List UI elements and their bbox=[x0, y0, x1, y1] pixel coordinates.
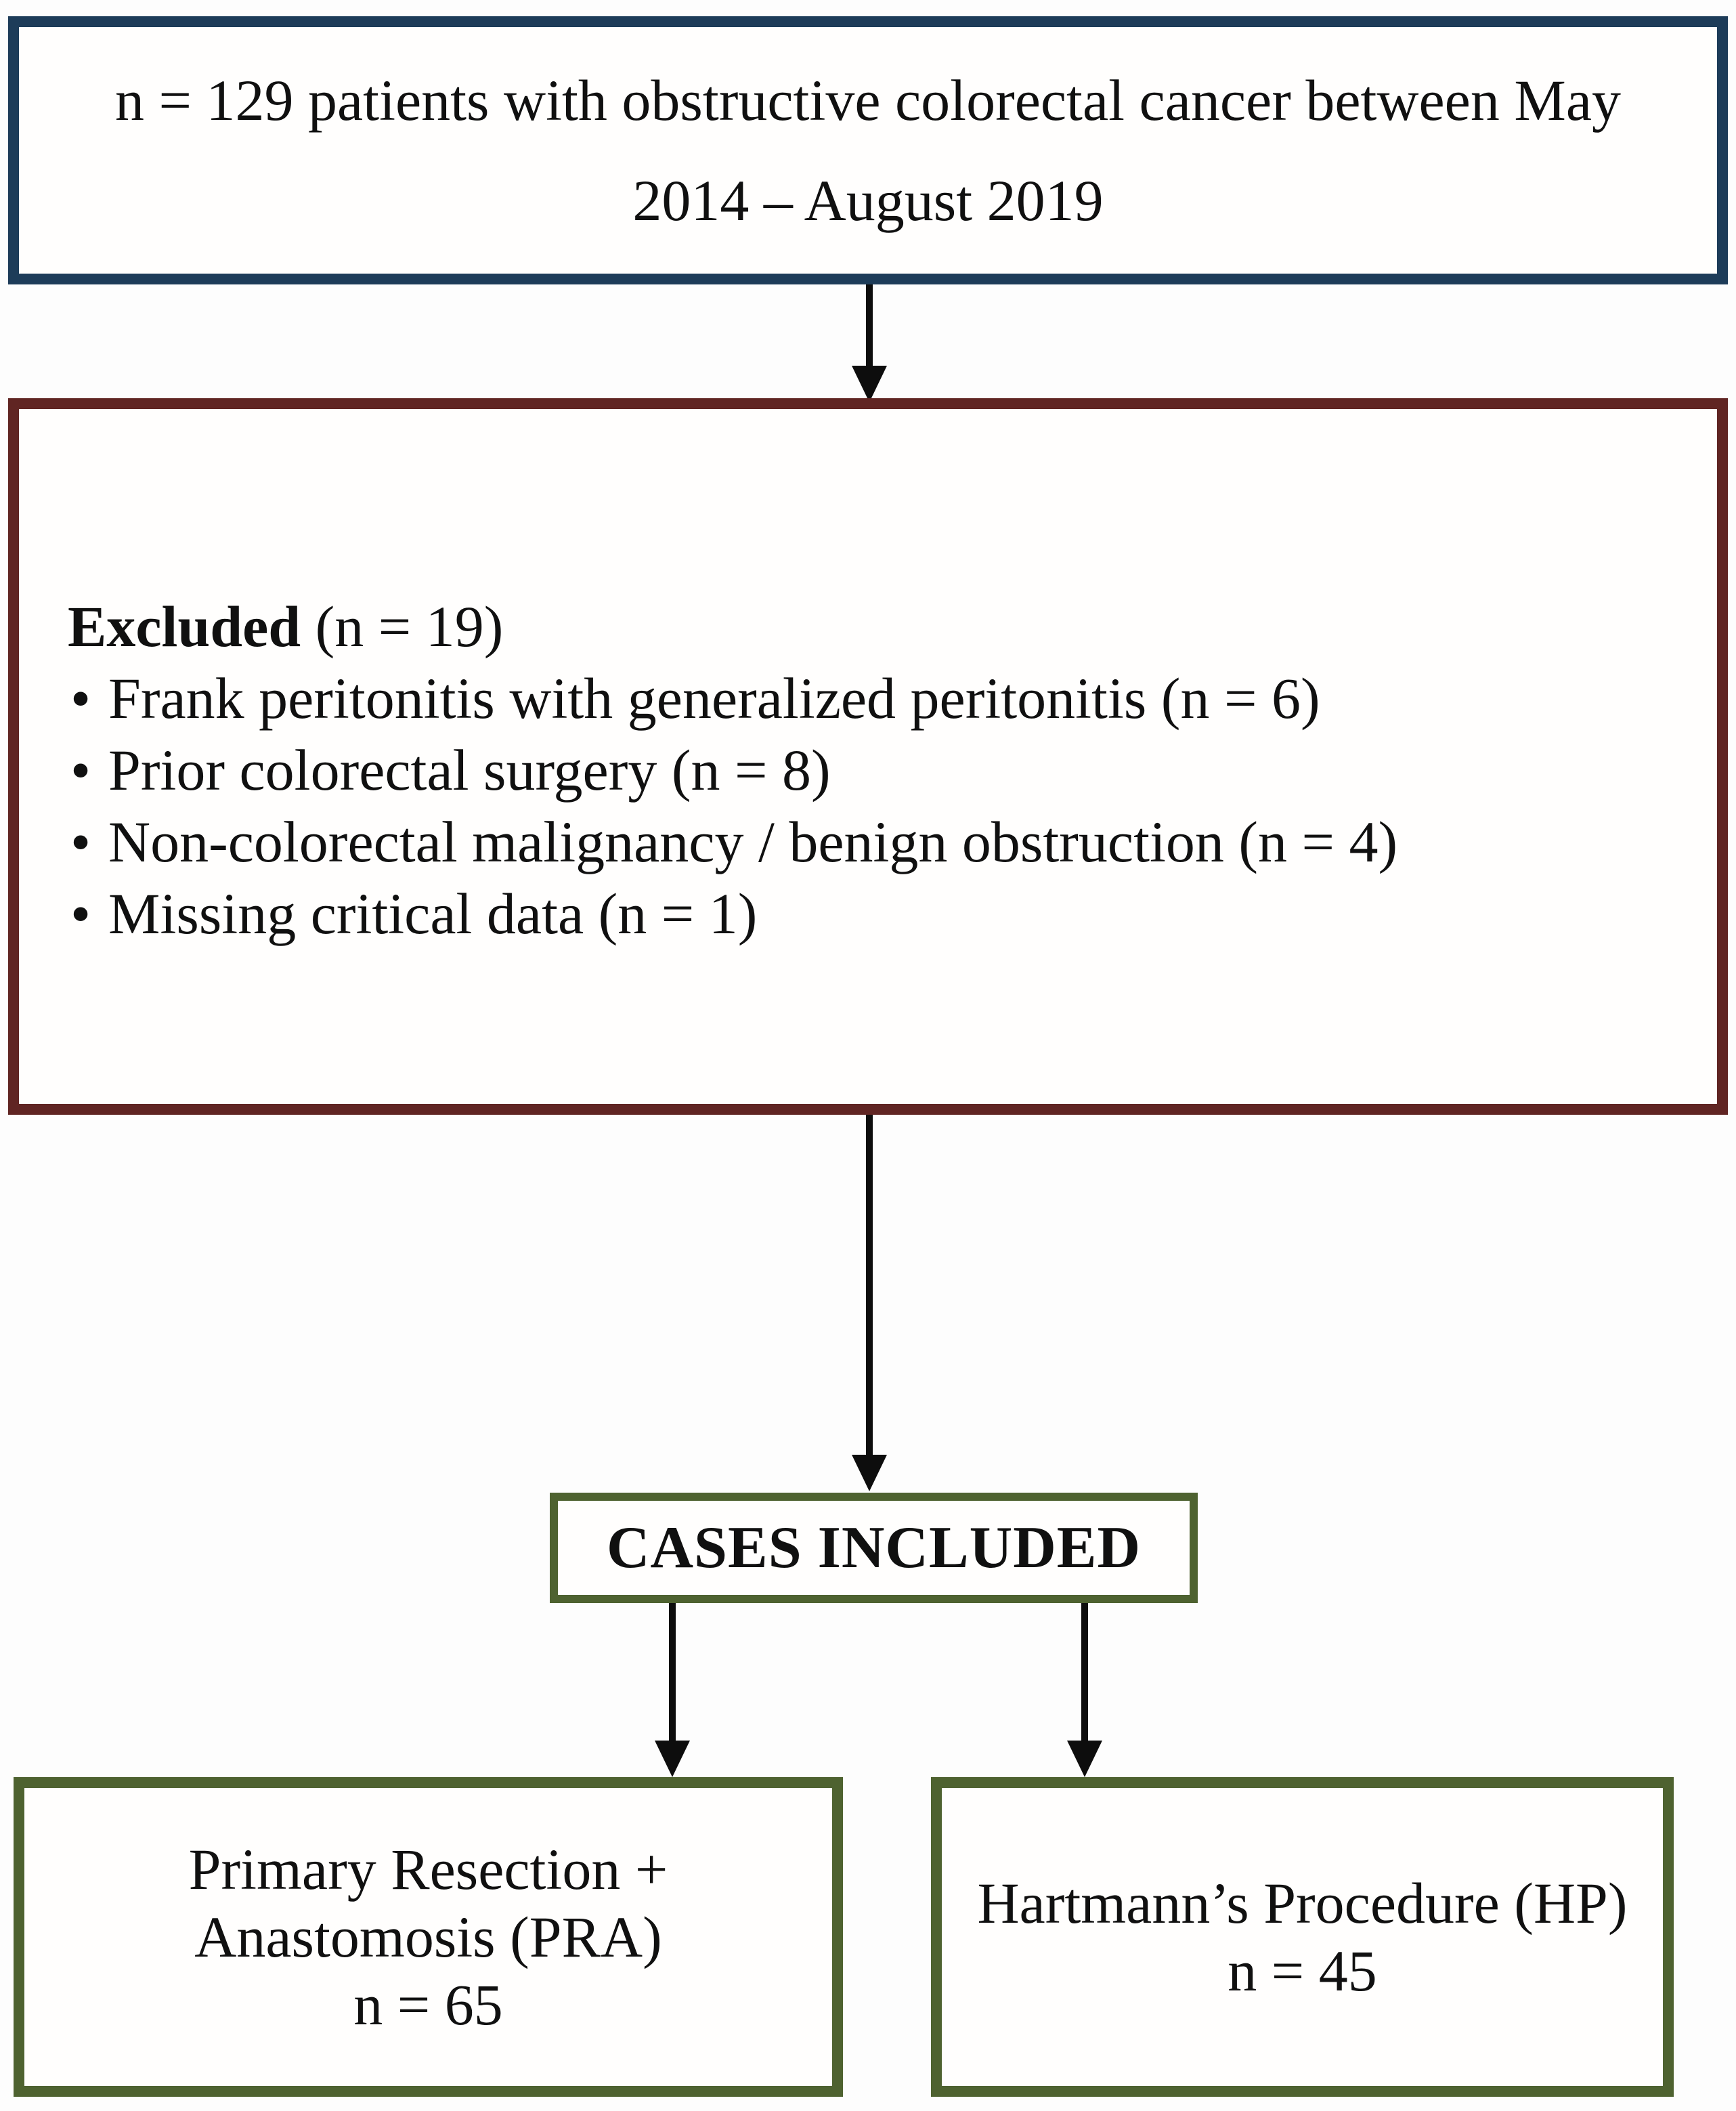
excluded-bullet: Non-colorectal malignancy / benign obstr… bbox=[68, 806, 1683, 878]
arrow-head-icon bbox=[655, 1741, 690, 1777]
cohort-box: n = 129 patients with obstructive colore… bbox=[8, 16, 1728, 284]
arrow-head-icon bbox=[852, 1455, 887, 1491]
pra-arm-box: Primary Resection + Anastomosis (PRA) n … bbox=[14, 1777, 843, 2097]
arrow-head-icon bbox=[1067, 1741, 1102, 1777]
cases-included-box: CASES INCLUDED bbox=[550, 1493, 1198, 1603]
excluded-bullet: Prior colorectal surgery (n = 8) bbox=[68, 734, 1683, 806]
excluded-heading-bold: Excluded bbox=[68, 594, 301, 659]
arrow-stem bbox=[866, 284, 873, 370]
excluded-list: Frank peritonitis with generalized perit… bbox=[68, 662, 1683, 950]
cases-included-label: CASES INCLUDED bbox=[606, 1515, 1142, 1581]
hp-text-line1: Hartmann’s Procedure (HP) bbox=[977, 1871, 1628, 1936]
excluded-box: Excluded (n = 19) Frank peritonitis with… bbox=[8, 398, 1728, 1115]
cohort-text-line1: n = 129 patients with obstructive colore… bbox=[115, 68, 1621, 133]
excluded-bullet: Frank peritonitis with generalized perit… bbox=[68, 662, 1683, 734]
pra-text-line1: Primary Resection + bbox=[188, 1837, 668, 1902]
hp-arm-box: Hartmann’s Procedure (HP) n = 45 bbox=[931, 1777, 1674, 2097]
pra-count: n = 65 bbox=[353, 1972, 503, 2037]
arrow-stem bbox=[866, 1115, 873, 1457]
arrow-stem bbox=[669, 1603, 676, 1743]
arrow-stem bbox=[1081, 1603, 1088, 1743]
arrow-head-icon bbox=[852, 366, 887, 402]
pra-text-line2: Anastomosis (PRA) bbox=[194, 1904, 662, 1969]
excluded-heading: Excluded (n = 19) bbox=[68, 591, 1683, 662]
hp-count: n = 45 bbox=[1228, 1938, 1377, 2003]
excluded-heading-count: (n = 19) bbox=[301, 594, 504, 659]
excluded-bullet: Missing critical data (n = 1) bbox=[68, 878, 1683, 950]
cohort-text-line2: 2014 – August 2019 bbox=[632, 168, 1104, 233]
